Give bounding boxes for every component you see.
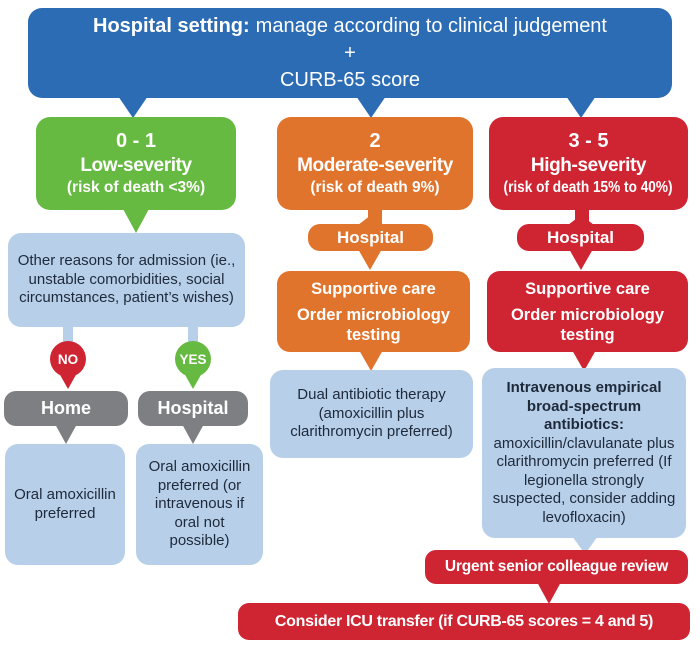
- high-score: 3 - 5: [568, 130, 609, 152]
- header-bold-text: Hospital setting:: [93, 14, 250, 37]
- moderate-severity-label: Moderate-severity: [297, 155, 453, 176]
- connector-hospital-to-care-high: [569, 249, 593, 270]
- header-plus: +: [344, 41, 356, 64]
- yes-badge: YES: [175, 341, 211, 377]
- high-risk-label: (risk of death 15% to 40%): [503, 179, 674, 196]
- connector-header-to-moderate: [356, 96, 386, 118]
- low-score: 0 - 1: [115, 130, 157, 152]
- moderate-hospital-label: Hospital: [336, 227, 405, 247]
- high-severity-label: High-severity: [530, 155, 647, 176]
- connector-urgent-to-icu: [537, 582, 561, 604]
- urgent-review-box: Urgent senior colleague review: [425, 550, 688, 584]
- header-rest-text: manage according to clinical judgement: [255, 14, 607, 37]
- home-label: Home: [40, 398, 91, 418]
- high-care-line1: Supportive care: [525, 279, 650, 298]
- connector-moderate-flare: [358, 215, 384, 225]
- iv-antibiotics-box: Intravenous empirical broad-spectrum ant…: [482, 368, 686, 538]
- admission-question-text: Other reasons for admission (ie., unstab…: [17, 252, 236, 307]
- low-severity-box: 0 - 1 Low-severity (risk of death <3%): [36, 117, 236, 210]
- connector-low-to-question: [122, 207, 150, 233]
- urgent-review-text: Urgent senior colleague review: [444, 558, 669, 575]
- moderate-severity-box: 2 Moderate-severity (risk of death 9%): [277, 117, 473, 210]
- dual-therapy-box: Dual antibiotic therapy (amoxicillin plu…: [270, 370, 473, 458]
- dual-therapy-text: Dual antibiotic therapy (amoxicillin plu…: [290, 386, 453, 441]
- yes-pin-pointer: [184, 373, 202, 389]
- moderate-care-box: Supportive care Order microbiology testi…: [277, 271, 470, 352]
- connector-question-to-yes: [188, 326, 198, 348]
- home-plan-text: Oral amoxicillin preferred: [14, 486, 116, 522]
- high-severity-box: 3 - 5 High-severity (risk of death 15% t…: [489, 117, 688, 210]
- icu-transfer-box: Consider ICU transfer (if CURB-65 scores…: [238, 603, 690, 640]
- icu-transfer-text: Consider ICU transfer (if CURB-65 scores…: [274, 612, 654, 630]
- no-badge: NO: [50, 341, 86, 377]
- hospital-plan-text: Oral amoxicillin preferred (or intraveno…: [148, 458, 251, 550]
- high-care-line2: Order microbiology testing: [510, 305, 665, 344]
- hospital-gray-label: Hospital: [157, 398, 229, 418]
- connector-header-to-high: [566, 96, 596, 118]
- yes-label: YES: [179, 351, 207, 367]
- moderate-care-line2: Order microbiology testing: [296, 305, 451, 344]
- hospital-gray-box: Hospital: [138, 391, 248, 426]
- moderate-score: 2: [369, 130, 381, 152]
- home-plan-box: Oral amoxicillin preferred: [5, 444, 125, 565]
- header-box: Hospital setting:manage according to cli…: [28, 8, 672, 98]
- iv-antibiotics-bold-text: Intravenous empirical broad-spectrum ant…: [506, 379, 662, 433]
- connector-home-to-plan: [55, 424, 77, 444]
- connector-hospital-to-plan: [182, 424, 204, 444]
- connector-plan-to-urgent: [572, 536, 598, 554]
- no-pin-pointer: [59, 373, 77, 389]
- low-severity-label: Low-severity: [80, 155, 192, 176]
- moderate-hospital-box: Hospital: [308, 224, 433, 251]
- hospital-plan-box: Oral amoxicillin preferred (or intraveno…: [136, 444, 263, 565]
- high-hospital-box: Hospital: [517, 224, 644, 251]
- no-label: NO: [57, 351, 79, 367]
- high-care-box: Supportive care Order microbiology testi…: [487, 271, 688, 352]
- connector-care-to-plan-moderate: [359, 350, 383, 371]
- moderate-risk-label: (risk of death 9%): [310, 179, 440, 196]
- connector-question-to-no: [63, 326, 73, 348]
- connector-care-to-plan-high: [572, 350, 596, 371]
- home-box: Home: [4, 391, 128, 426]
- low-risk-label: (risk of death <3%): [66, 179, 206, 196]
- header-score-line: CURB-65 score: [279, 68, 421, 91]
- connector-header-to-low: [118, 96, 148, 118]
- moderate-care-line1: Supportive care: [311, 279, 436, 298]
- connector-high-flare: [568, 215, 594, 225]
- high-hospital-label: Hospital: [546, 227, 615, 247]
- connector-hospital-to-care-moderate: [358, 249, 382, 270]
- header-line1: Hospital setting:manage according to cli…: [93, 13, 607, 40]
- iv-antibiotics-rest-text: amoxicillin/clavulanate plus clarithromy…: [492, 434, 676, 526]
- admission-question-box: Other reasons for admission (ie., unstab…: [8, 233, 245, 327]
